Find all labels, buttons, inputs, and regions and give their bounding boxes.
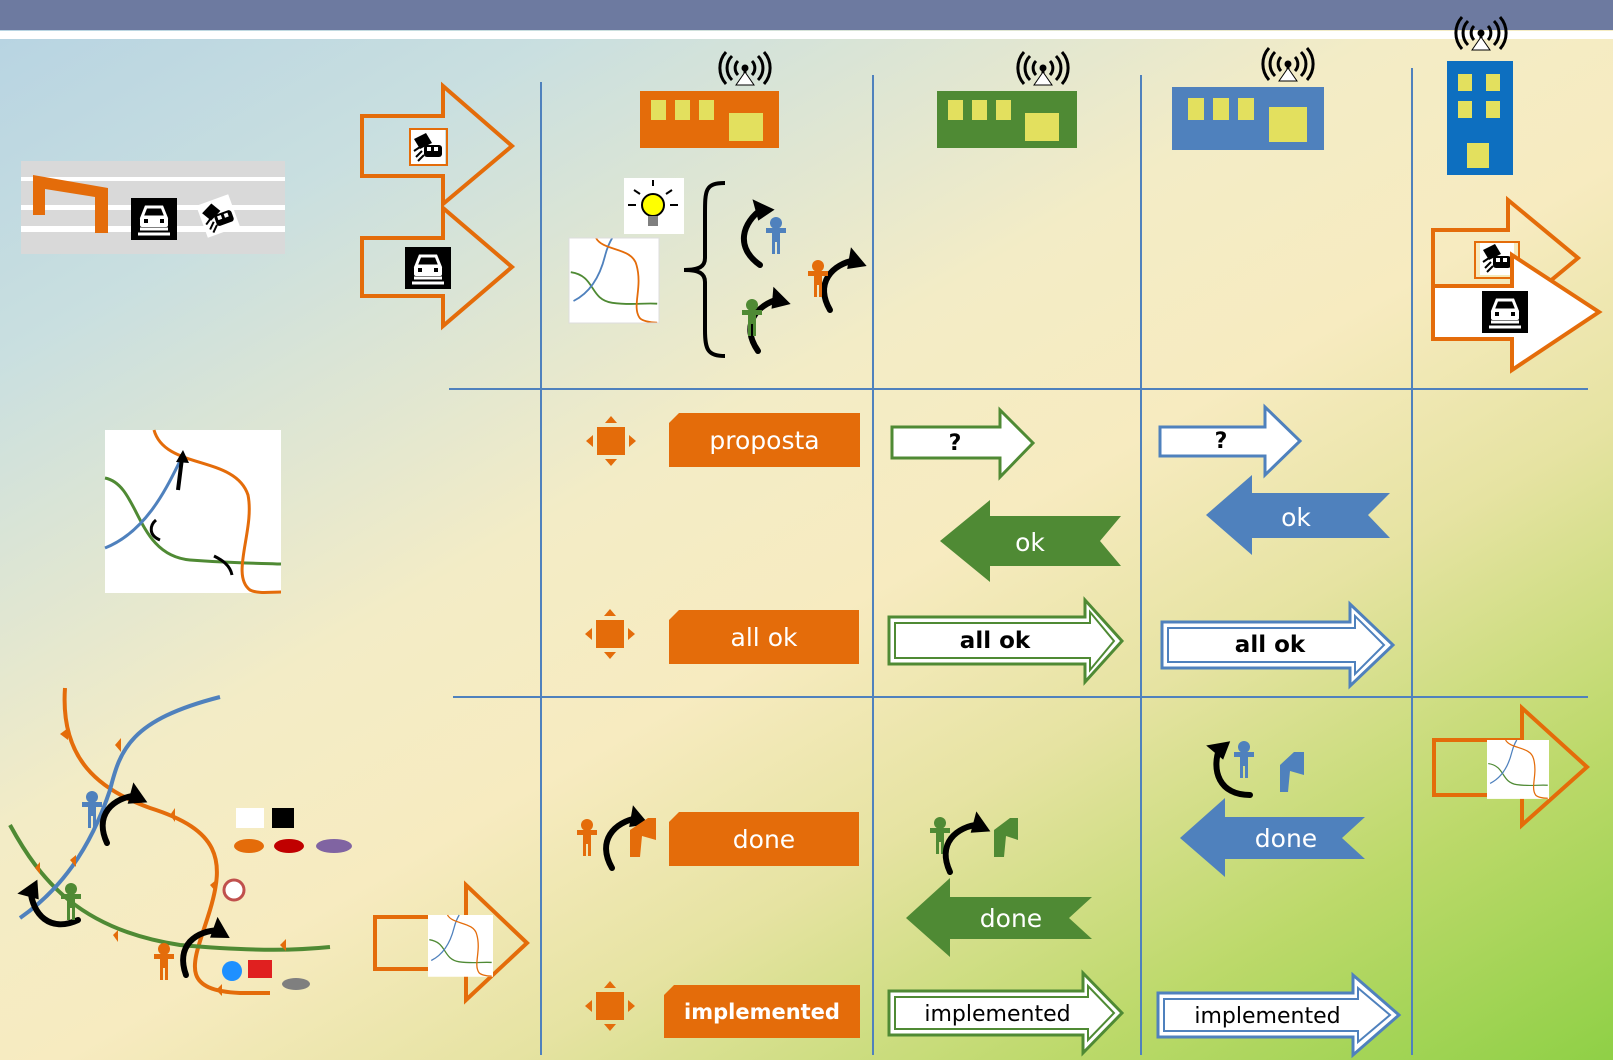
lightbulb-icon: [624, 178, 684, 234]
route-map-icon: [104, 429, 282, 594]
blue-all-ok-label: all ok: [1234, 632, 1306, 658]
direction-icon: [585, 981, 635, 1031]
blue-confirm-arrow: [1160, 600, 1396, 690]
blue-implemented-arrow: [1156, 971, 1402, 1059]
header-divider: [0, 31, 1613, 39]
options-brace: [683, 181, 726, 358]
road-event-panel: [21, 161, 285, 254]
done-markers-blue: [1195, 731, 1304, 803]
event-arrow: [373, 880, 530, 1005]
building-route-arrow: [1432, 703, 1590, 830]
green-query-label: ?: [948, 430, 962, 456]
blue-query-label: ?: [1214, 428, 1228, 454]
vehicle-device-icon: [1172, 46, 1324, 150]
blue-implemented-label: implemented: [1194, 1003, 1341, 1029]
all-ok-label: all ok: [669, 610, 859, 664]
blue-done-arrow: [1180, 798, 1365, 877]
option-markers: [737, 196, 870, 355]
grid-lines: [449, 68, 1588, 1055]
blue-done-label: done: [1254, 823, 1318, 853]
event-arrow: [360, 81, 516, 209]
road-network-markers: [12, 728, 352, 996]
green-implemented-label: implemented: [924, 1001, 1071, 1027]
green-done-arrow: [906, 878, 1092, 957]
blue-query-arrow: [1158, 403, 1303, 479]
direction-icon: [585, 609, 635, 659]
vehicle-device-icon: [937, 50, 1077, 148]
green-reply-arrow: [940, 500, 1121, 582]
green-done-label: done: [979, 903, 1043, 933]
green-query-arrow: [890, 406, 1036, 481]
proposal-label: proposta: [669, 413, 860, 467]
vehicle-device-icon: [640, 50, 779, 148]
done-markers-orange: [577, 801, 656, 874]
event-arrow: [360, 203, 516, 331]
blue-reply-arrow: [1206, 475, 1390, 555]
done-markers-green: [930, 806, 1018, 880]
route-map-icon: [568, 237, 660, 325]
green-ok-label: ok: [1015, 527, 1045, 557]
green-implemented-arrow: [887, 969, 1125, 1057]
done-label: done: [669, 812, 859, 866]
building-icon: [1447, 15, 1513, 175]
direction-icon: [586, 416, 636, 466]
header-bar: [0, 0, 1613, 30]
implemented-label: implemented: [664, 985, 860, 1038]
green-confirm-arrow: [887, 596, 1125, 686]
blue-ok-label: ok: [1281, 502, 1311, 532]
green-all-ok-label: all ok: [959, 628, 1031, 654]
event-arrow: [1431, 251, 1603, 374]
